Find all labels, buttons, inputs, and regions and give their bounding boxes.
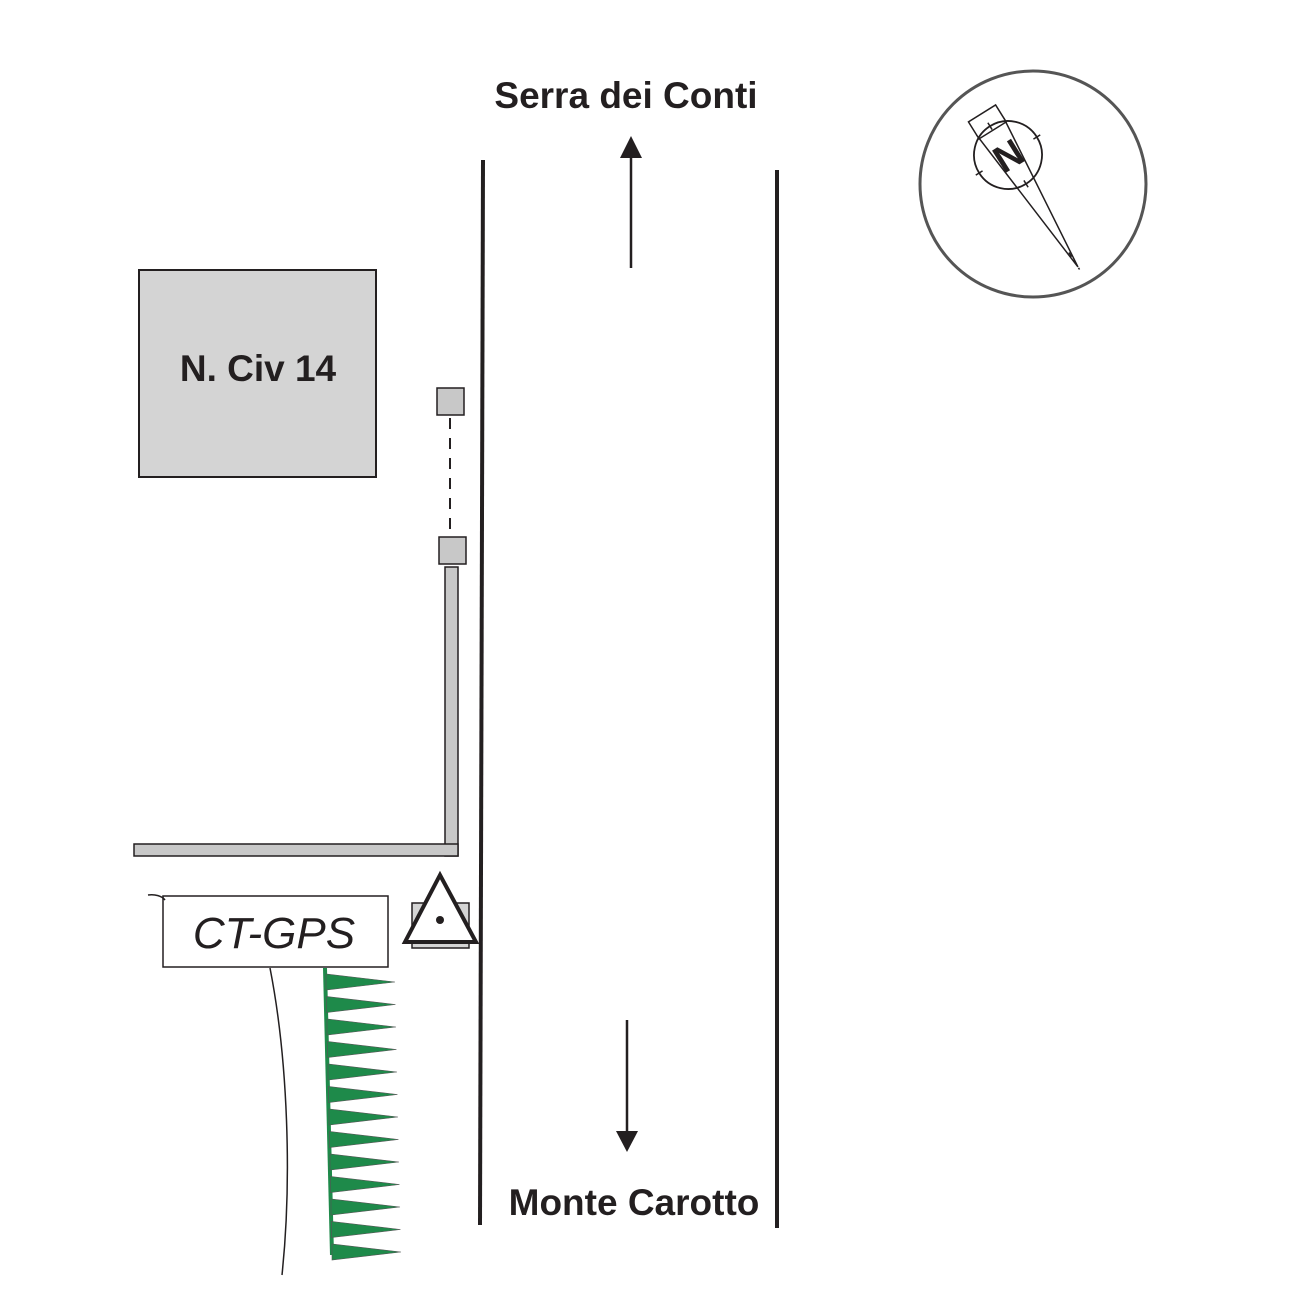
path-edge-top (147, 894, 166, 901)
north-destination-label: Serra dei Conti (494, 75, 757, 116)
station-triangle-icon (401, 870, 480, 944)
hedge-spike (328, 1086, 398, 1103)
hedge-spike (328, 1108, 399, 1126)
hedge-spike (331, 1243, 402, 1261)
station-marker (401, 870, 480, 949)
hedge-spike (329, 1153, 400, 1171)
station-point-icon (436, 916, 444, 924)
wall-horizontal (133, 843, 459, 857)
hedge-spike (325, 973, 396, 991)
arrow-south (616, 1020, 638, 1152)
hedge-spike (326, 996, 396, 1013)
gate-post-south (438, 536, 467, 565)
station-label-box (162, 895, 389, 968)
gate-post-north (436, 387, 465, 416)
hedge-spike (329, 1131, 399, 1148)
hedge-spike (331, 1221, 401, 1238)
compass-ring (918, 69, 1148, 299)
building (138, 269, 377, 478)
hedge-spike (327, 1063, 398, 1081)
south-destination-label: Monte Carotto (509, 1182, 760, 1223)
station-label: CT-GPS (193, 909, 355, 958)
compass: N (918, 69, 1148, 299)
road-west-edge (478, 159, 485, 1226)
hedge-spike (326, 1018, 397, 1036)
wall-vertical (444, 566, 459, 857)
building-label: N. Civ 14 (180, 348, 337, 389)
hedge-spike (330, 1198, 401, 1216)
path-edge-curve (269, 967, 289, 1276)
arrow-north (620, 136, 642, 268)
hedge (323, 967, 402, 1261)
hedge-spike (330, 1176, 400, 1193)
hedge-spike (327, 1041, 397, 1058)
compass-needle-head (967, 103, 1008, 140)
